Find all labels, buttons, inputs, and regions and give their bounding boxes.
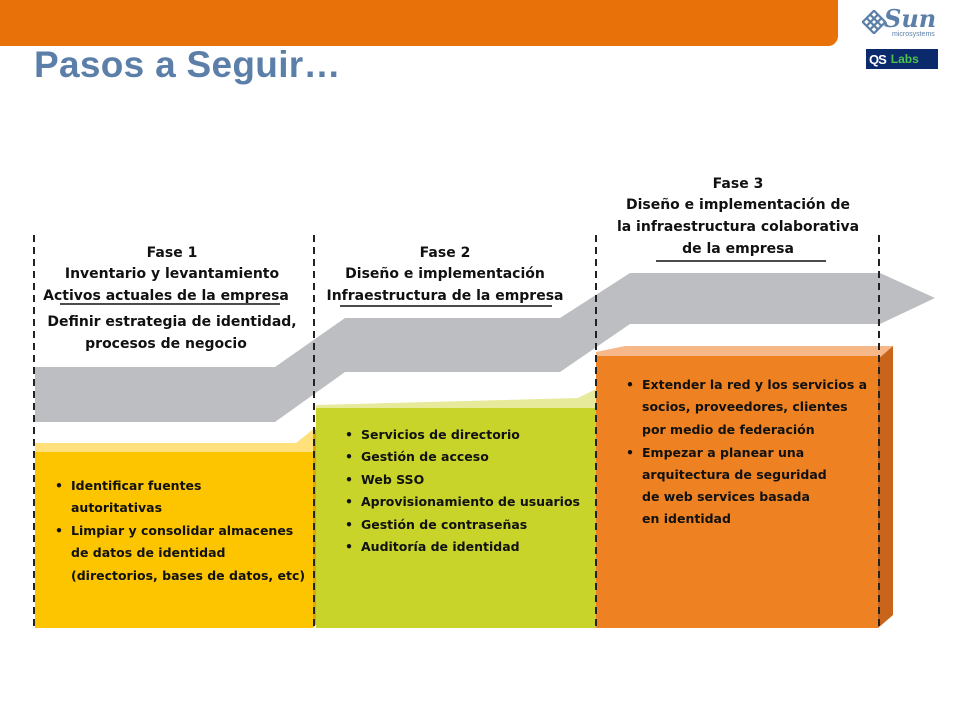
phase-separators [33,235,880,628]
stepped-progress-arrow [35,273,935,422]
qs-labs-word: Labs [888,52,919,66]
bullet-text: Auditoría de identidad [361,539,520,554]
bullet-dot: • [345,449,353,464]
bullet-text: Servicios de directorio [361,427,520,442]
bullet-text: de web services basada [642,489,810,504]
qs-labs-mark: QS [867,51,889,67]
bullet-text: Empezar a planear una [642,445,804,460]
bullet-text: arquitectura de seguridad [642,467,827,482]
bullet-text: (directorios, bases de datos, etc) [71,568,305,583]
bullet-text: Extender la red y los servicios a [642,377,867,392]
bullet-text: Gestión de contraseñas [361,517,527,532]
phase-2-block [316,388,598,628]
phase-2-header-line: Diseño e implementación [345,266,545,282]
bullet-dot: • [345,517,353,532]
bullet-dot: • [626,377,634,392]
phase-2-bullets: • Servicios de directorio • Gestión de a… [345,427,580,554]
phase-1-title: Fase 1 [147,245,198,261]
phase-1-header-line: procesos de negocio [85,336,247,352]
bullet-dot: • [626,445,634,460]
bullet-dot: • [55,478,63,493]
bullet-text: socios, proveedores, clientes [642,399,848,414]
phase-3-header-line: Diseño e implementación de [626,197,850,213]
bullet-text: por medio de federación [642,422,815,437]
phase-2-title: Fase 2 [420,245,471,261]
phase-1-header-line: Activos actuales de la empresa [43,288,289,304]
bullet-dot: • [345,472,353,487]
sun-diamond-icon [862,10,886,34]
bullet-dot: • [345,539,353,554]
sun-microsystems-logo: Sun microsystems [862,4,942,44]
phase-1-header-line: Definir estrategia de identidad, [47,314,296,330]
bullet-text: de datos de identidad [71,545,226,560]
qs-labs-logo: QS Labs [866,49,938,69]
phase-3-block [596,346,893,628]
phase-1-header-line: Inventario y levantamiento [65,266,280,282]
phase-3-title: Fase 3 [713,176,764,192]
bullet-dot: • [345,427,353,442]
bullet-text: autoritativas [71,500,162,515]
sun-logo-word: Sun [884,4,937,33]
bullet-text: Gestión de acceso [361,449,489,464]
phase-1-bullets: • Identificar fuentes autoritativas • Li… [55,478,305,583]
bullet-text: Web SSO [361,472,424,487]
phase-2-header-line: Infraestructura de la empresa [327,288,564,304]
bullet-text: Limpiar y consolidar almacenes [71,523,293,538]
bullet-text: Aprovisionamiento de usuarios [361,494,580,509]
sun-logo-subtitle: microsystems [892,31,935,38]
bullet-text: en identidad [642,511,731,526]
bullet-dot: • [345,494,353,509]
phase-3-header-line: la infraestructura colaborativa [617,219,859,235]
bullet-dot: • [55,523,63,538]
bullet-text: Identificar fuentes [71,478,201,493]
phase-3-bullets: • Extender la red y los servicios a soci… [626,377,867,526]
top-orange-bar [0,0,838,46]
page-title: Pasos a Seguir… [34,44,341,85]
phase-3-header-line: de la empresa [682,241,794,257]
